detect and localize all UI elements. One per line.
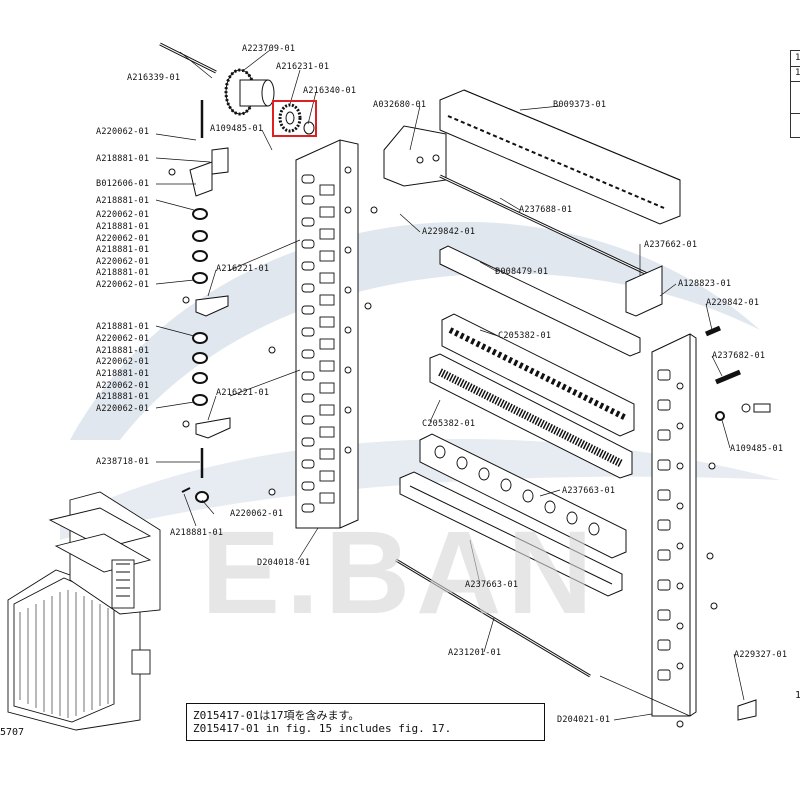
label-a229842-2[interactable]: A229842-01 [706,298,760,308]
label-a109485-1[interactable]: A109485-01 [210,124,264,134]
note-line-english: Z015417-01 in fig. 15 includes fig. 17. [193,722,452,735]
highlight-box [272,100,317,137]
label-d204018[interactable]: D204018-01 [257,558,311,568]
label-a216231[interactable]: A216231-01 [276,62,330,72]
label-d204021[interactable]: D204021-01 [557,715,611,725]
label-b012606[interactable]: B012606-01 [96,179,150,189]
label-a218881-9[interactable]: A218881-01 [96,392,150,402]
label-a231201[interactable]: A231201-01 [448,648,502,658]
page-number: 5707 [0,727,25,738]
machine-thumbnail [7,491,161,731]
note-line-japanese: Z015417-01は17項を含みます。 [193,709,360,722]
label-c205382-2[interactable]: C205382-01 [422,419,476,429]
label-a220062-4[interactable]: A220062-01 [96,257,150,267]
label-a229842-1[interactable]: A229842-01 [422,227,476,237]
label-a220062-8[interactable]: A220062-01 [96,381,150,391]
label-a218881-3[interactable]: A218881-01 [96,222,150,232]
table-fragment-cell-2: 1 [795,68,800,78]
label-a237663-1[interactable]: A237663-01 [562,486,616,496]
label-a218881-2[interactable]: A218881-01 [96,196,150,206]
label-a223709[interactable]: A223709-01 [242,44,296,54]
label-a218881-10[interactable]: A218881-01 [170,528,224,538]
label-a218881-7[interactable]: A218881-01 [96,346,150,356]
label-b009373[interactable]: B009373-01 [553,100,607,110]
label-a237688[interactable]: A237688-01 [519,205,573,215]
leader-lines [155,49,745,721]
label-a128823[interactable]: A128823-01 [678,279,732,289]
label-a216339[interactable]: A216339-01 [127,73,181,83]
label-a109485-2[interactable]: A109485-01 [730,444,784,454]
left-gear-stack [192,208,208,406]
label-a237682[interactable]: A237682-01 [712,351,766,361]
gear-a216340 [278,103,315,135]
label-a220062-1[interactable]: A220062-01 [96,127,150,137]
label-a216221-2[interactable]: A216221-01 [216,388,270,398]
label-a216340[interactable]: A216340-01 [303,86,357,96]
label-a220062-3[interactable]: A220062-01 [96,234,150,244]
label-a238718[interactable]: A238718-01 [96,457,150,467]
label-a218881-1[interactable]: A218881-01 [96,154,150,164]
guide-b009373 [439,89,681,225]
right-edge-mark: 1 [795,690,800,701]
label-a220062-10[interactable]: A220062-01 [230,509,284,519]
label-a220062-7[interactable]: A220062-01 [96,357,150,367]
screws [168,168,718,728]
table-fragment-cell-1: 1 [795,53,800,63]
frame-d204021 [651,333,697,717]
label-a216221-1[interactable]: A216221-01 [216,264,270,274]
frame-d204018 [295,139,359,529]
label-a237662[interactable]: A237662-01 [644,240,698,250]
label-a218881-5[interactable]: A218881-01 [96,268,150,278]
label-b008479[interactable]: B008479-01 [495,267,549,277]
label-a218881-8[interactable]: A218881-01 [96,369,150,379]
label-a237663-2[interactable]: A237663-01 [465,580,519,590]
label-a218881-4[interactable]: A218881-01 [96,245,150,255]
note-box: Z015417-01は17項を含みます。 Z015417-01 in fig. … [186,703,545,741]
label-a229327[interactable]: A229327-01 [734,650,788,660]
watermark-text: E.BAN [201,507,599,639]
label-c205382-1[interactable]: C205382-01 [498,331,552,341]
label-a220062-6[interactable]: A220062-01 [96,334,150,344]
label-a032680[interactable]: A032680-01 [373,100,427,110]
label-a220062-2[interactable]: A220062-01 [96,210,150,220]
shaft-a216339 [159,42,217,74]
label-a220062-9[interactable]: A220062-01 [96,404,150,414]
gear-a223709 [224,68,275,116]
label-a218881-6[interactable]: A218881-01 [96,322,150,332]
label-a220062-5[interactable]: A220062-01 [96,280,150,290]
table-fragment: 1 1 [790,50,800,138]
